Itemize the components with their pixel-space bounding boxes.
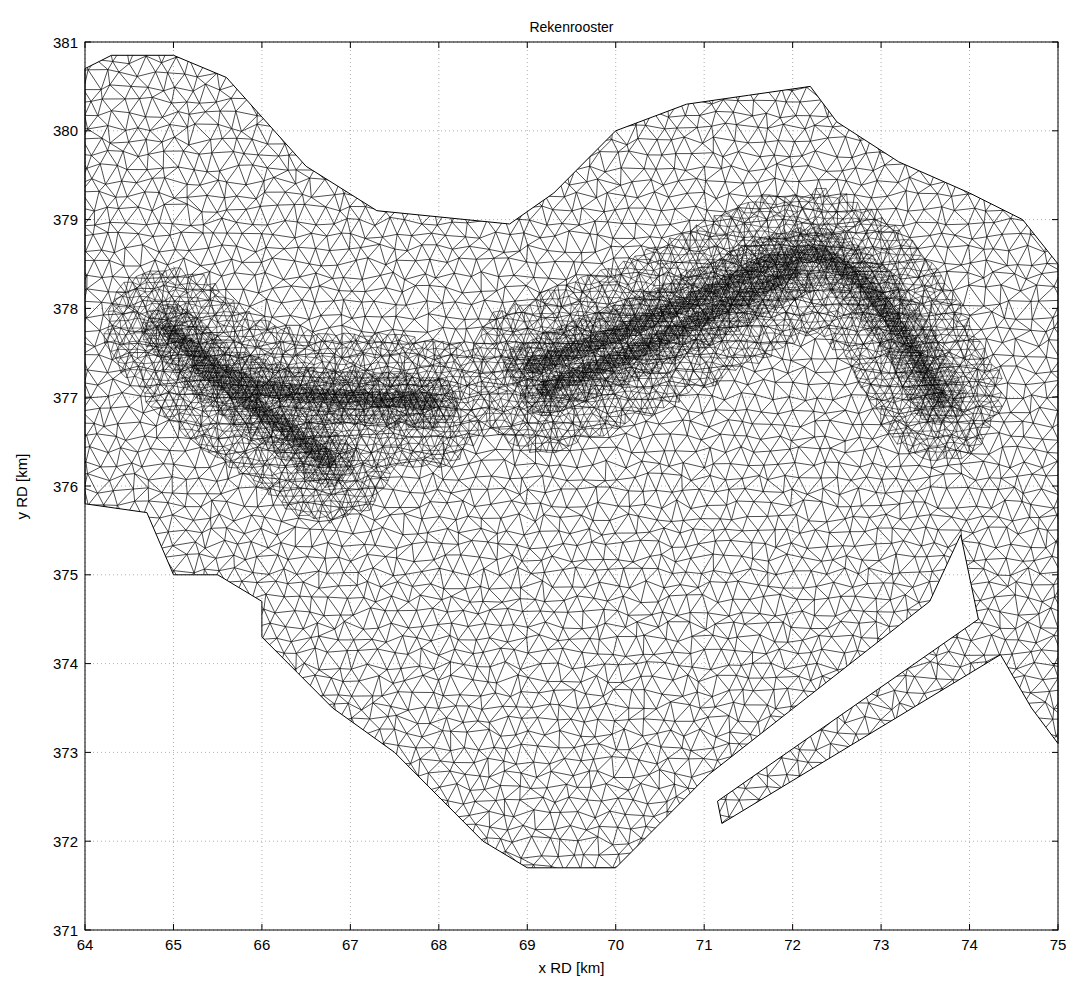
axis-label: x RD [km]: [539, 960, 605, 975]
tick-mark: [85, 308, 91, 309]
tick-label: 64: [77, 937, 94, 952]
tick-label: 380: [53, 123, 78, 138]
tick-mark: [527, 42, 528, 48]
mesh-medium: [104, 188, 1002, 523]
tick-mark: [527, 924, 528, 930]
tick-label: 66: [254, 937, 271, 952]
tick-mark: [792, 924, 793, 930]
tick-mark: [173, 924, 174, 930]
tick-mark: [350, 42, 351, 48]
tick-label: 70: [607, 937, 624, 952]
tick-mark: [1052, 486, 1058, 487]
mesh-coarse: [64, 29, 1072, 899]
grid-line: [85, 663, 1058, 664]
tick-mark: [85, 752, 91, 753]
tick-label: 373: [53, 745, 78, 760]
grid-line: [85, 219, 1058, 220]
tick-label: 68: [430, 937, 447, 952]
tick-mark: [792, 42, 793, 48]
mesh-extra-fine: [161, 245, 947, 467]
tick-mark: [173, 42, 174, 48]
tick-mark: [1052, 841, 1058, 842]
grid-line: [704, 42, 705, 930]
tick-label: 73: [873, 937, 890, 952]
tick-mark: [1052, 219, 1058, 220]
mesh-fine: [141, 226, 966, 488]
grid-line: [85, 752, 1058, 753]
tick-mark: [881, 42, 882, 48]
tick-label: 381: [53, 35, 78, 50]
tick-label: 375: [53, 567, 78, 582]
domain-outline: [85, 55, 1058, 868]
axes-box: [85, 42, 1058, 930]
tick-mark: [85, 219, 91, 220]
grid-line: [615, 42, 616, 930]
tick-label: 372: [53, 834, 78, 849]
tick-label: 65: [165, 937, 182, 952]
grid-line: [85, 130, 1058, 131]
tick-mark: [85, 130, 91, 131]
mesh: [64, 29, 1072, 899]
tick-mark: [261, 924, 262, 930]
tick-mark: [881, 924, 882, 930]
tick-mark: [1052, 752, 1058, 753]
grid-line: [85, 841, 1058, 842]
tick-mark: [704, 924, 705, 930]
tick-label: 374: [53, 656, 78, 671]
grid-line: [527, 42, 528, 930]
tick-mark: [438, 42, 439, 48]
tick-label: 71: [696, 937, 713, 952]
tick-label: 67: [342, 937, 359, 952]
tick-mark: [85, 486, 91, 487]
axis-label: y RD [km]: [15, 453, 30, 519]
tick-label: 379: [53, 212, 78, 227]
tick-mark: [85, 841, 91, 842]
tick-label: 75: [1050, 937, 1067, 952]
tick-mark: [85, 574, 91, 575]
tick-label: 69: [519, 937, 536, 952]
tick-mark: [615, 42, 616, 48]
tick-mark: [615, 924, 616, 930]
tick-mark: [704, 42, 705, 48]
tick-mark: [1052, 130, 1058, 131]
tick-mark: [1052, 663, 1058, 664]
tick-mark: [969, 42, 970, 48]
tick-label: 72: [784, 937, 801, 952]
tick-mark: [969, 924, 970, 930]
tick-label: 376: [53, 479, 78, 494]
grid-line: [85, 486, 1058, 487]
axis-ticks: [85, 42, 1058, 930]
tick-mark: [85, 397, 91, 398]
tick-mark: [1052, 397, 1058, 398]
tick-mark: [350, 924, 351, 930]
grid-line: [792, 42, 793, 930]
tick-label: 74: [961, 937, 978, 952]
tick-mark: [261, 42, 262, 48]
tick-mark: [85, 663, 91, 664]
tick-label: 378: [53, 301, 78, 316]
chart-title: Rekenrooster: [529, 20, 613, 34]
tick-mark: [438, 924, 439, 930]
grid-line: [85, 574, 1058, 575]
tick-label: 377: [53, 390, 78, 405]
tick-label: 371: [53, 923, 78, 938]
tick-mark: [1052, 308, 1058, 309]
tick-mark: [1052, 574, 1058, 575]
